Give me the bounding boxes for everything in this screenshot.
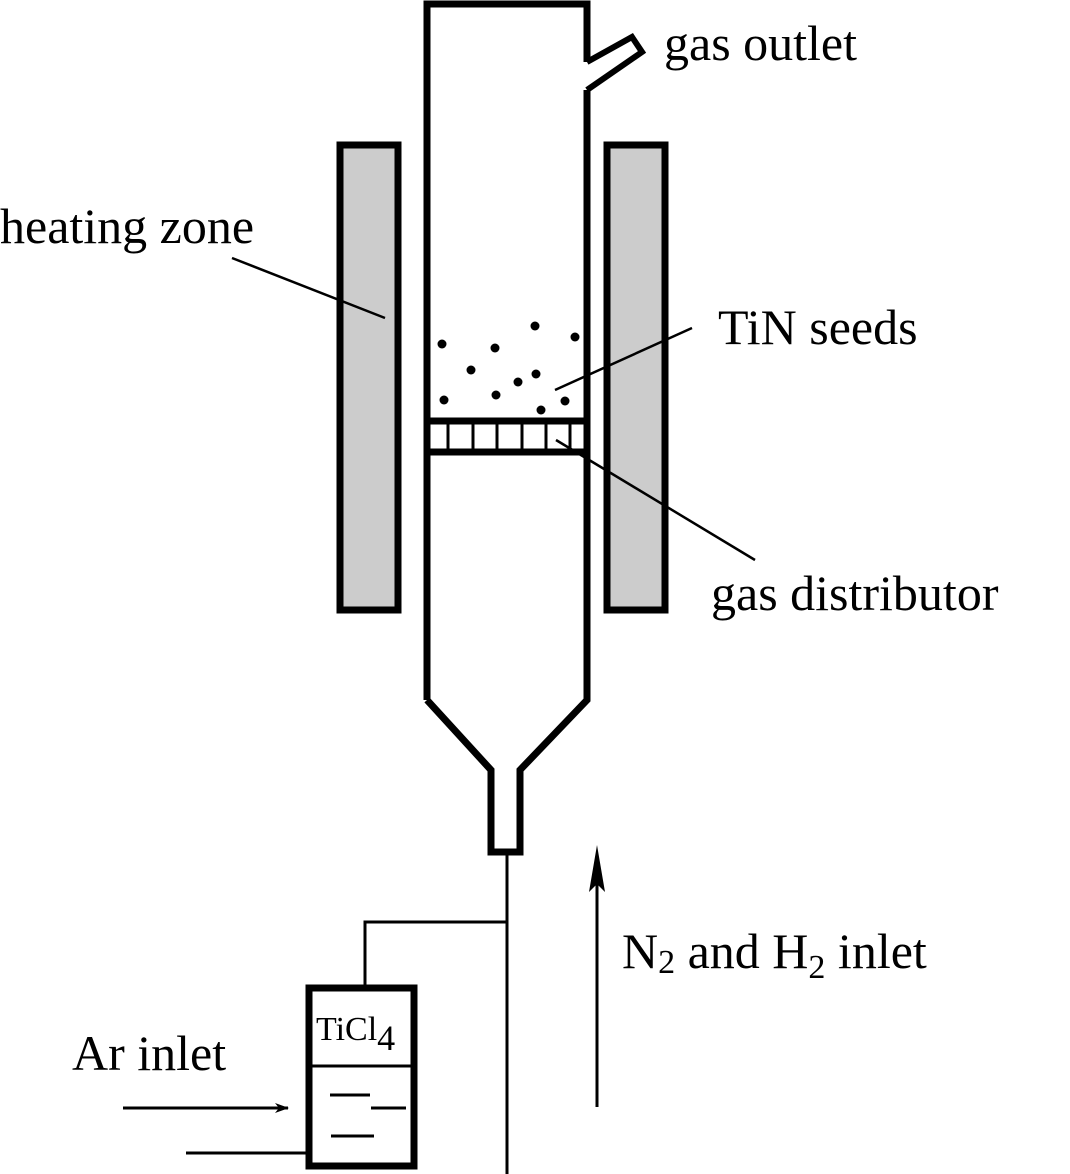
seed-particle	[439, 395, 449, 405]
heating-zone-right	[603, 141, 669, 614]
gas-distributor	[427, 417, 587, 456]
gas-distributor-label: gas distributor	[711, 565, 999, 621]
seed-particle	[490, 343, 500, 353]
heating-zone-left	[336, 141, 402, 614]
seed-particle	[466, 365, 476, 375]
n2-h2-inlet-label: N2 and H2 inlet	[622, 923, 927, 986]
tin-seeds-leader	[554, 326, 693, 392]
heating-zone-label: heating zone	[0, 198, 254, 254]
seed-particle	[491, 390, 501, 400]
seed-particle	[560, 396, 570, 406]
heating-zone-leader	[231, 256, 386, 320]
reactor-tube	[423, 0, 591, 856]
n2-h2-inlet-arrow	[589, 845, 605, 1107]
seed-particle	[536, 405, 546, 415]
seed-particles	[437, 321, 580, 415]
feed-line	[363, 852, 509, 1174]
seed-particle	[570, 332, 580, 342]
seed-particle	[513, 377, 523, 387]
seed-particle	[530, 321, 540, 331]
ticl4-bubbler: TiCl4	[305, 984, 418, 1170]
seed-particle	[437, 339, 447, 349]
gas-outlet-label: gas outlet	[664, 15, 857, 71]
gas-outlet-pipe	[585, 33, 647, 93]
gas-distributor-leader	[555, 438, 756, 562]
tin-seeds-label: TiN seeds	[718, 299, 918, 355]
ar-inlet-label: Ar inlet	[72, 1025, 226, 1081]
ticl4-label: TiCl4	[316, 1011, 395, 1058]
seed-particle	[531, 369, 541, 379]
